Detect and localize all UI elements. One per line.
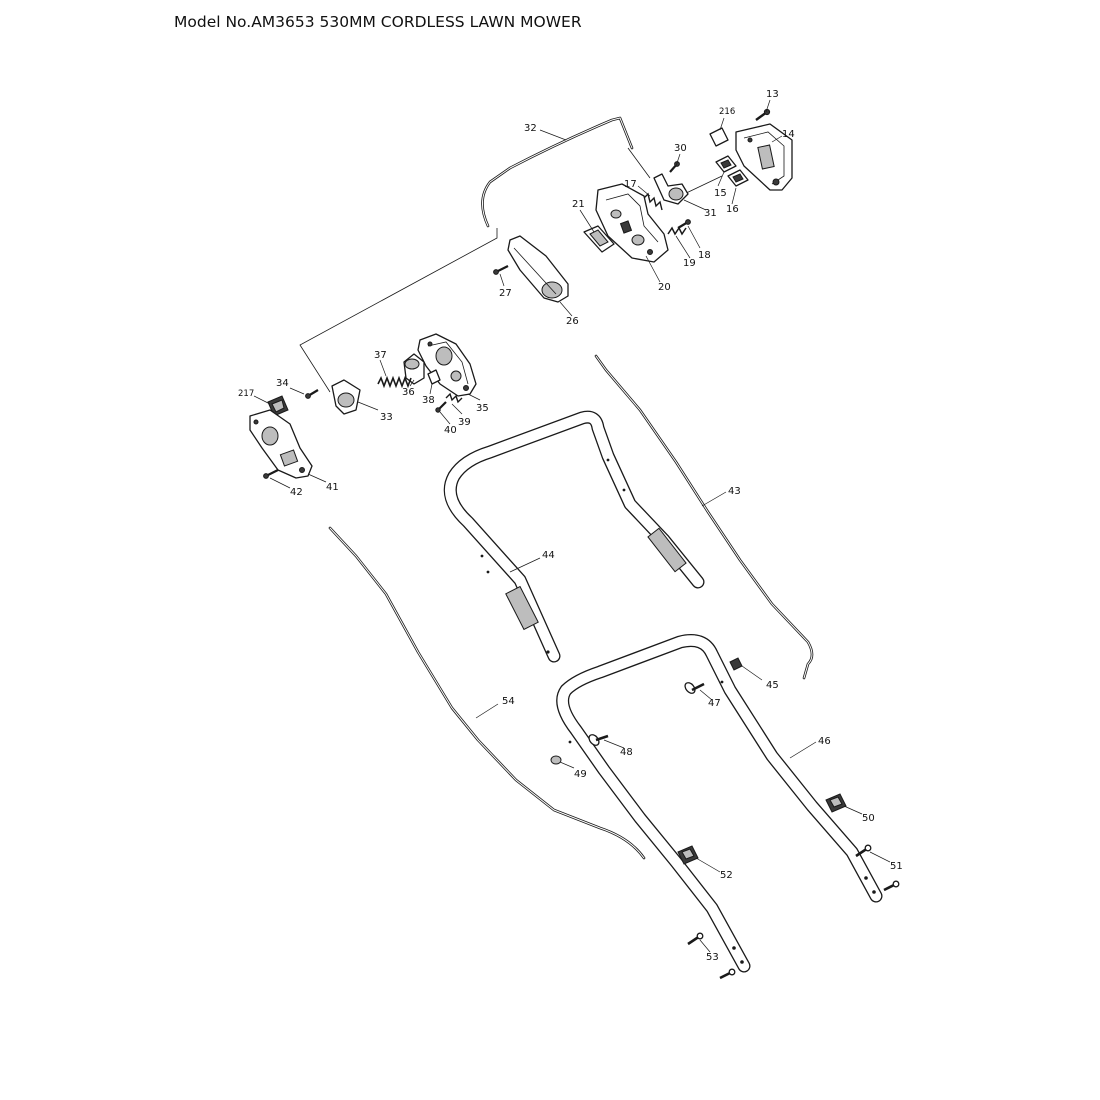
label-31: 31 <box>704 208 717 219</box>
label-47: 47 <box>708 698 721 709</box>
label-40: 40 <box>444 425 457 436</box>
part-31-lever <box>653 173 689 205</box>
part-44-upper-handle <box>443 410 705 663</box>
label-13: 13 <box>766 89 779 100</box>
label-36: 36 <box>402 387 415 398</box>
part-20-switch-housing <box>595 183 669 263</box>
part-52-clip <box>677 845 699 865</box>
part-47-bolt <box>684 682 705 694</box>
label-19: 19 <box>683 258 696 269</box>
label-27: 27 <box>499 288 512 299</box>
part-30-screw <box>669 161 680 173</box>
part-18-screw <box>677 219 691 229</box>
label-216: 216 <box>719 107 735 117</box>
part-39-spring <box>445 392 463 404</box>
part-45-nut <box>729 657 743 671</box>
label-44: 44 <box>542 550 555 561</box>
part-217-button <box>267 395 289 417</box>
label-45: 45 <box>766 680 779 691</box>
label-48: 48 <box>620 747 633 758</box>
label-30: 30 <box>674 143 687 154</box>
label-15: 15 <box>714 188 727 199</box>
label-46: 46 <box>818 736 831 747</box>
label-51: 51 <box>890 861 903 872</box>
leader-lines <box>253 99 891 953</box>
label-26: 26 <box>566 316 579 327</box>
part-50-clip <box>825 793 847 813</box>
label-50: 50 <box>862 813 875 824</box>
label-53: 53 <box>706 952 719 963</box>
label-41: 41 <box>326 482 339 493</box>
part-42-screw <box>263 469 279 479</box>
reference-line-upper <box>299 228 498 393</box>
page-title: Model No.AM3653 530MM CORDLESS LAWN MOWE… <box>174 13 582 31</box>
part-43-cable <box>594 354 814 680</box>
part-14-right-housing <box>735 123 793 191</box>
part-32-lever-bar <box>481 116 634 228</box>
label-217: 217 <box>238 389 254 399</box>
part-16-switch <box>727 169 749 187</box>
part-labels: 13 14 15 16 17 18 19 20 21 26 27 30 31 3… <box>238 89 903 963</box>
part-46-lower-handle <box>556 634 883 973</box>
part-38-block <box>427 369 441 385</box>
label-34: 34 <box>276 378 289 389</box>
label-20: 20 <box>658 282 671 293</box>
label-43: 43 <box>728 486 741 497</box>
part-37-spring <box>377 375 412 389</box>
part-53-bolt <box>687 932 736 980</box>
label-49: 49 <box>574 769 587 780</box>
part-51-bolt <box>855 844 900 892</box>
part-49-nut <box>550 755 562 765</box>
label-39: 39 <box>458 417 471 428</box>
part-33-lever <box>331 379 361 415</box>
part-40-screw <box>435 401 447 413</box>
part-41-left-housing <box>249 409 313 479</box>
label-52: 52 <box>720 870 733 881</box>
label-21: 21 <box>572 199 585 210</box>
part-26-cover <box>507 235 569 303</box>
part-216-button <box>709 127 729 147</box>
part-13-screw <box>755 108 771 121</box>
label-32: 32 <box>524 123 537 134</box>
reference-line-cable32 <box>627 147 651 179</box>
label-33: 33 <box>380 412 393 423</box>
label-18: 18 <box>698 250 711 261</box>
label-14: 14 <box>782 129 795 140</box>
label-16: 16 <box>726 204 739 215</box>
label-17: 17 <box>624 179 637 190</box>
part-36-cam <box>403 353 425 385</box>
part-34-screw <box>305 389 319 399</box>
label-37: 37 <box>374 350 387 361</box>
part-19-spring <box>667 226 687 236</box>
part-54-cable <box>328 526 646 860</box>
part-15-switch <box>715 155 737 173</box>
part-48-bolt <box>588 734 609 746</box>
label-35: 35 <box>476 403 489 414</box>
label-38: 38 <box>422 395 435 406</box>
label-42: 42 <box>290 487 303 498</box>
part-21-button <box>583 225 615 253</box>
part-35-middle-housing <box>417 333 477 397</box>
part-27-screw <box>493 265 509 275</box>
label-54: 54 <box>502 696 515 707</box>
